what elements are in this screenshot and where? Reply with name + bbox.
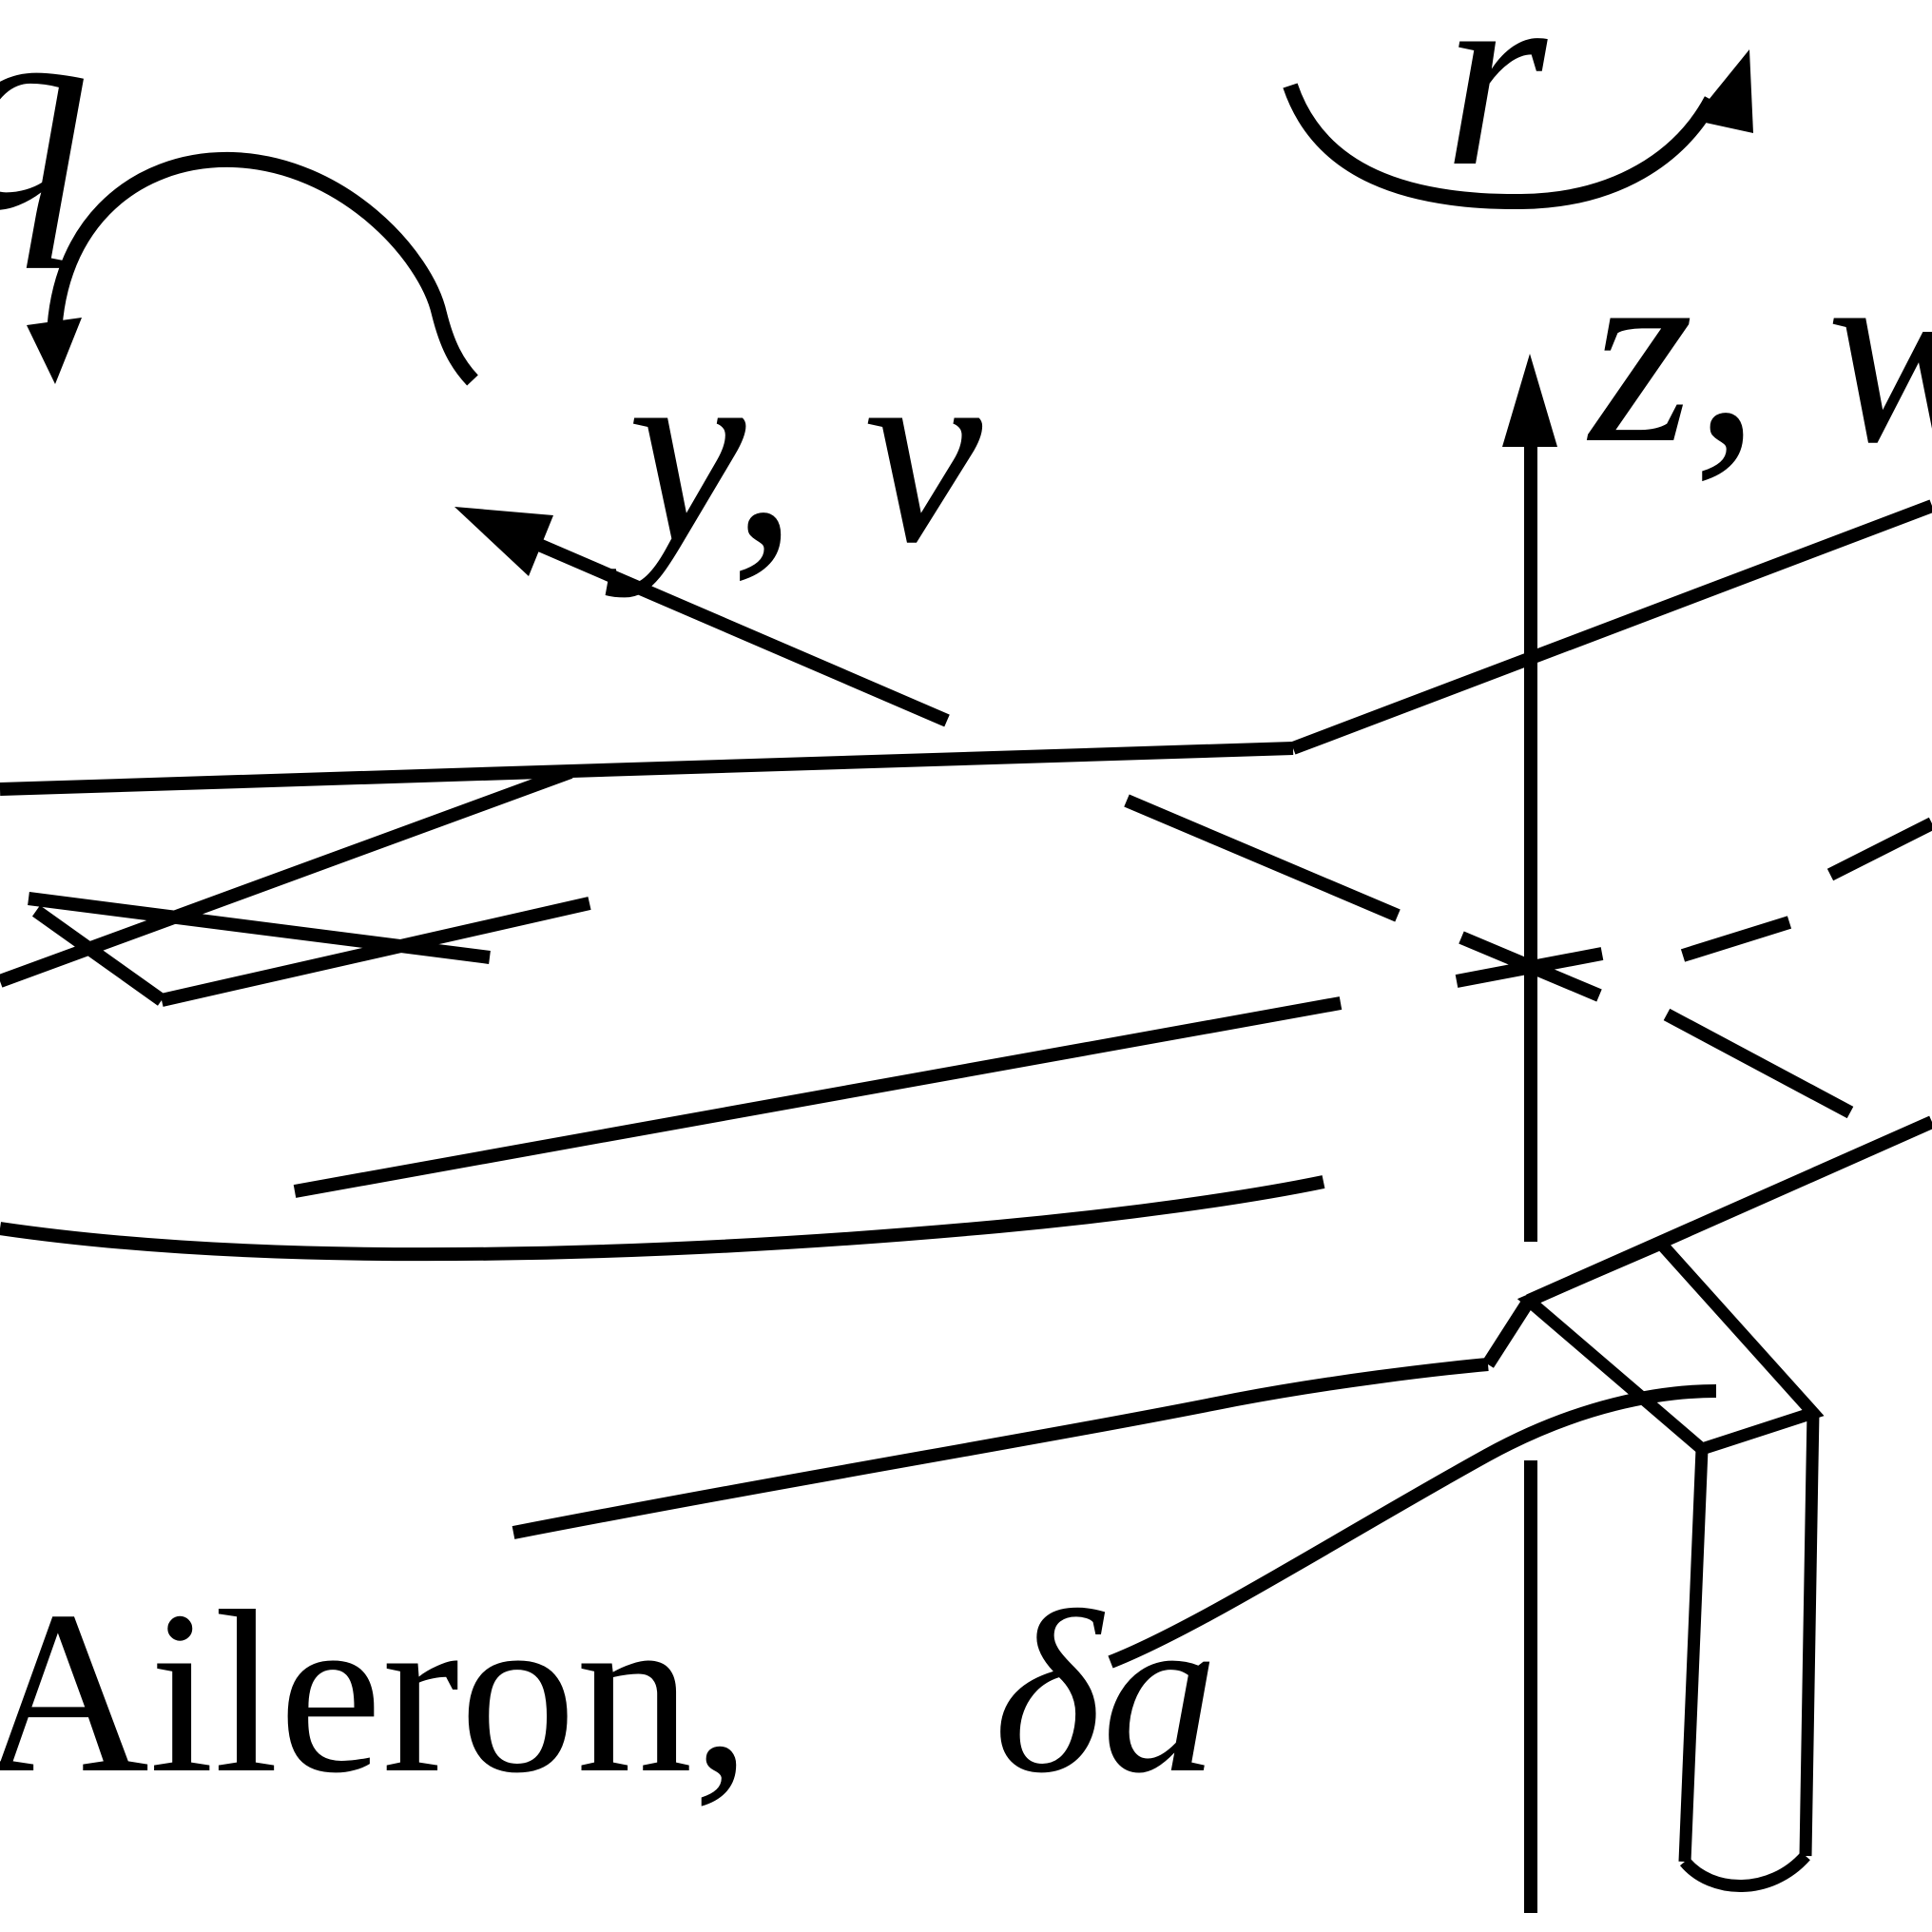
aileron-symbol: δa [994,1563,1218,1821]
aileron-side-right-edge [1799,1412,1820,1857]
y-axis-solid-segment [1124,794,1401,922]
y-axis-dash-2 [1663,1008,1854,1119]
vertical-axis-label: z, w [1586,203,1932,498]
lateral-axis-label: y, v [603,302,985,598]
tailplane-top-line [0,742,1294,796]
y-axis-arrowhead [454,507,553,576]
pitch-rate-arrowhead [27,318,82,384]
left-wingtip-chord [31,905,166,1006]
wing-trailing-edge-curve [0,1175,1325,1262]
z-axis-arrowhead [1502,354,1557,447]
aileron-bottom-edge [1679,1851,1810,1892]
aileron-notch-edge [1482,1297,1535,1368]
left-wing-trailing-edge [160,897,591,1007]
aileron-side-left-edge [1678,1448,1709,1863]
pitch-rate-arc [46,151,478,386]
x-axis-dash-2 [1680,916,1792,962]
y-axis-shaft [530,535,950,727]
pitch-rate-label: q [0,0,90,270]
x-axis-dash-3 [1826,817,1932,881]
yaw-rate-arrowhead [1692,49,1753,133]
right-wing-leading-edge [1290,499,1932,755]
yaw-rate-label: r [1443,0,1552,222]
x-axis-solid-segment [293,996,1343,1198]
aileron-label: Aileron, [0,1563,751,1821]
inboard-trailing-edge [512,1358,1489,1539]
yaw-rate-arc [1283,83,1719,210]
